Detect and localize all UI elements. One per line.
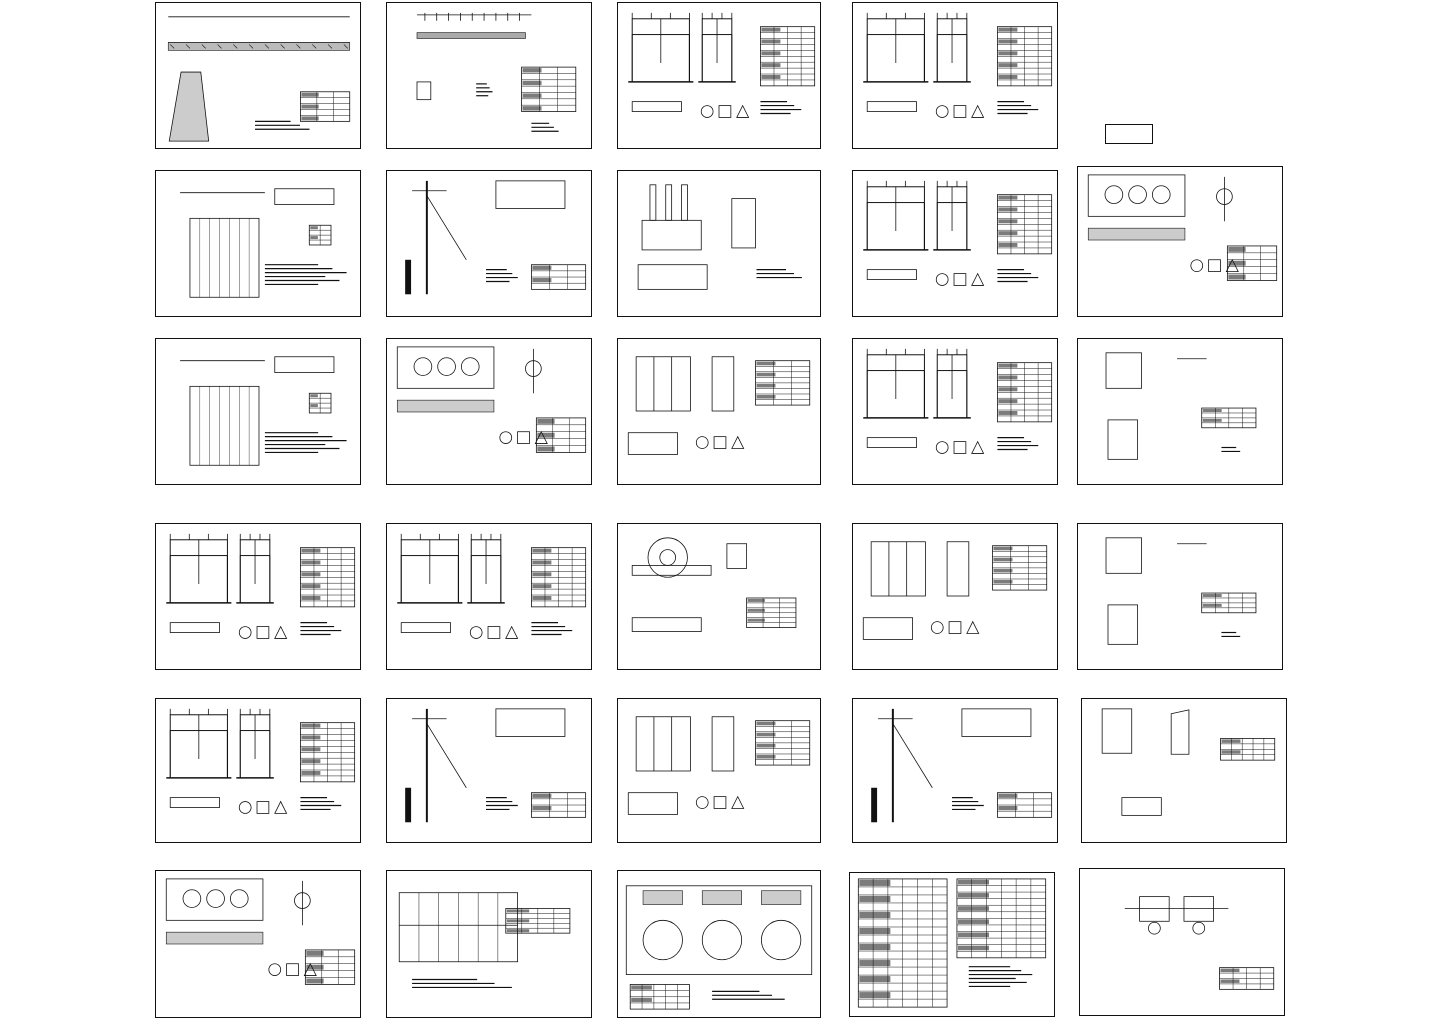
drawing-sheet-r5c3 [617,698,821,843]
sheet-drawing-r6c5 [1124,896,1275,990]
drawing-sheet-r3c3 [617,338,821,485]
drawing-sheet-r3c5 [1077,338,1283,485]
sheet-drawing-r5c2 [405,708,587,823]
sheet-drawing-r2c3 [637,184,802,290]
drawing-sheet-r4c1 [155,523,361,670]
drawing-sheet-r3c1 [155,338,361,485]
drawing-sheet-r4c2 [386,523,592,670]
sheet-drawing-r6c2 [398,892,571,988]
drawing-sheet-r2c5 [1077,166,1283,317]
drawing-sheet-r5c1 [155,698,361,843]
sheet-drawing-r5c3 [627,716,811,815]
sheet-drawing-r3c4 [863,348,1053,454]
sheet-drawing-r6c1 [165,878,356,985]
drawing-sheet-r1c1 [155,2,361,149]
sheet-drawing-r2c5 [1087,174,1278,281]
sheet-drawing-r4c3 [631,537,797,632]
sheet-drawing-r5c1 [166,708,356,814]
sheet-drawing-r4c4 [862,541,1048,640]
drawing-sheet-r6c5 [1079,868,1285,1016]
sheet-drawing-r2c4 [863,180,1053,286]
drawing-sheet-r2c3 [617,170,821,317]
drawing-sheet-r4c3 [617,523,821,670]
drawing-sheet-r4c5 [1077,523,1283,670]
drawing-sheet-r6c1 [155,870,361,1018]
drawing-sheet-r2c4 [852,170,1058,317]
drawing-sheet-r1c4 [852,2,1058,149]
sheet-drawing-r1c1 [167,16,351,142]
sheet-drawing-r3c3 [627,356,811,455]
title-stamp [1105,124,1153,144]
sheet-drawing-r3c2 [396,346,587,453]
sheet-drawing-r6c4 [857,878,1047,1008]
drawing-sheet-r6c4 [849,872,1055,1017]
sheet-drawing-r2c1 [180,188,347,298]
drawing-sheet-r1c3 [617,2,821,149]
sheet-drawing-r4c1 [166,533,356,639]
drawing-sheet-r2c2 [386,170,592,317]
drawing-sheet-r6c3 [617,870,821,1018]
sheet-drawing-r3c5 [1105,352,1257,460]
sheet-drawing-r6c3 [625,885,813,1010]
sheet-drawing-r1c2 [416,12,577,132]
drawing-sheet-r3c4 [852,338,1058,485]
sheet-drawing-r3c1 [180,356,347,466]
drawing-sheet-r1c2 [386,2,592,149]
sheet-drawing-r5c4 [871,708,1053,823]
drawing-sheet-r5c5 [1081,698,1287,843]
drawing-sheet-r2c1 [155,170,361,317]
drawing-sheet-r3c2 [386,338,592,485]
sheet-drawing-r4c5 [1105,537,1257,645]
sheet-drawing-r4c2 [397,533,587,639]
drawing-sheet-r5c4 [852,698,1058,843]
sheet-drawing-r1c3 [628,12,816,118]
sheet-drawing-r5c5 [1101,708,1276,816]
drawing-sheet-r5c2 [386,698,592,843]
sheet-drawing-r2c2 [405,180,587,295]
drawing-sheet-r4c4 [852,523,1058,670]
sheet-drawing-r1c4 [863,12,1053,118]
drawing-sheet-r6c2 [386,870,592,1018]
